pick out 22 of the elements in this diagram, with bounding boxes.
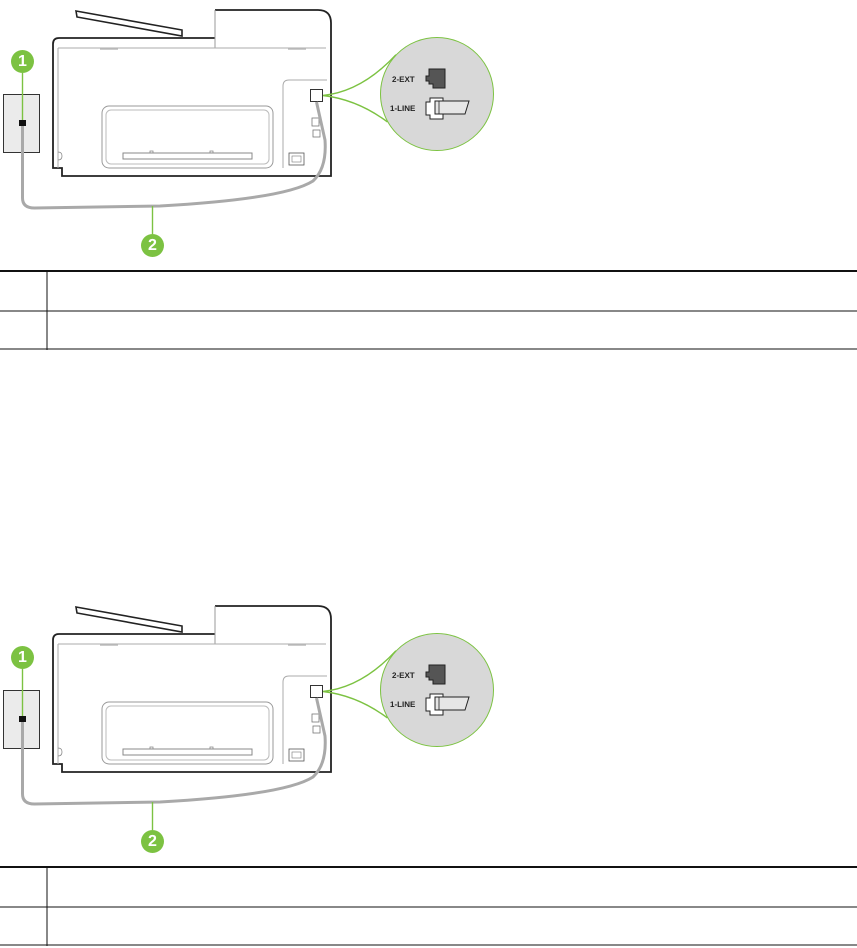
magnifier-lines	[322, 650, 397, 719]
callout-number: 2	[141, 830, 164, 853]
phone-cord	[21, 698, 327, 806]
leader-line	[152, 206, 154, 234]
callout-number: 1	[11, 50, 34, 73]
wall-jack-plate	[3, 94, 40, 153]
line-port	[310, 685, 323, 698]
port-label: 1-LINE	[390, 104, 416, 113]
jack-socket	[19, 120, 26, 126]
wall-jack-plate	[3, 690, 40, 749]
leader-line	[152, 802, 154, 830]
port-label: 1-LINE	[390, 700, 416, 709]
callout-number: 1	[11, 646, 34, 669]
callout-number: 2	[141, 234, 164, 257]
port-label: 2-EXT	[392, 671, 415, 680]
leader-line	[22, 669, 24, 716]
phone-cord	[21, 102, 327, 210]
port-label: 2-EXT	[392, 75, 415, 84]
leader-line	[22, 73, 24, 120]
line-port	[310, 89, 323, 102]
magnifier-lines	[322, 54, 397, 123]
jack-socket	[19, 716, 26, 722]
